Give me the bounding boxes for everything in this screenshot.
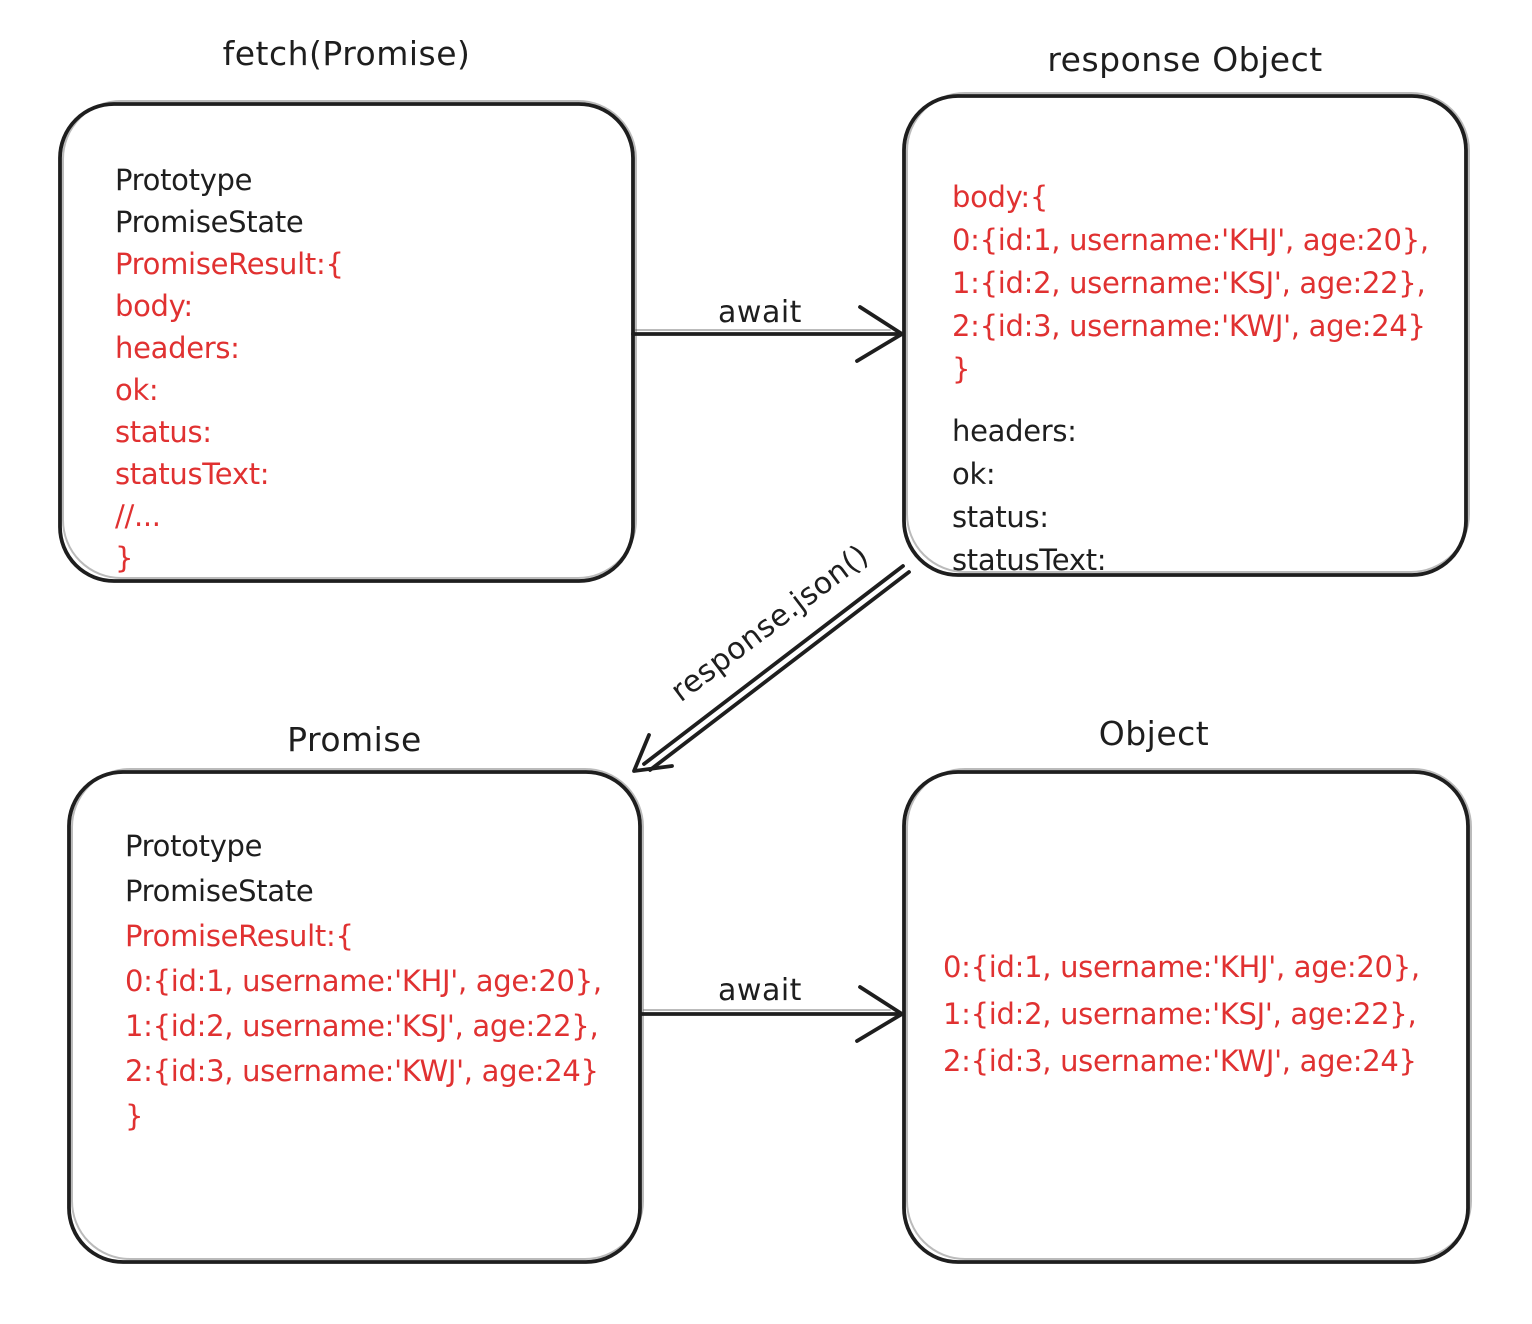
box-line: PromiseResult:{ [125,919,354,953]
box-outline-fetch-promise [58,102,635,583]
box-line: body:{ [952,180,1049,214]
box-line: 1:{id:2, username:'KSJ', age:22}, [943,997,1417,1031]
box-line: 0:{id:1, username:'KHJ', age:20}, [952,223,1429,257]
box-line: ok: [115,373,159,407]
box-line: 0:{id:1, username:'KHJ', age:20}, [943,950,1420,984]
box-content-fetch-promise: Prototype PromiseState PromiseResult:{ b… [115,159,344,579]
box-line: 1:{id:2, username:'KSJ', age:22}, [952,266,1426,300]
box-title-response-object: response Object [1047,40,1323,79]
box-line: headers: [952,414,1077,448]
box-line: statusText: [952,543,1107,577]
box-title-object: Object [1098,714,1210,753]
box-line: PromiseState [125,874,314,908]
await-arrow-bottom [639,985,904,1043]
box-line: } [952,352,971,386]
box-title-promise: Promise [287,720,422,759]
await-arrow-top-label: await [718,295,802,330]
box-content-object: 0:{id:1, username:'KHJ', age:20}, 1:{id:… [943,944,1420,1085]
box-line: 2:{id:3, username:'KWJ', age:24} [125,1054,599,1088]
await-arrow-bottom-label: await [718,973,802,1008]
box-title-fetch-promise: fetch(Promise) [222,34,471,73]
box-line: statusText: [115,457,270,491]
box-outline-fetch-promise-echo [62,100,637,579]
box-outline-promise [67,770,642,1264]
box-line: PromiseState [115,205,304,239]
box-line: status: [952,500,1049,534]
box-line: ok: [952,457,996,491]
box-line: body: [115,289,193,323]
box-line: PromiseResult:{ [115,247,344,281]
box-line: } [125,1099,144,1133]
box-outline-response-object [902,94,1468,577]
box-outline-object [902,770,1470,1264]
box-content-promise: Prototype PromiseState PromiseResult:{ 0… [125,824,602,1139]
box-line: //... [115,499,161,533]
box-line: Prototype [125,829,263,863]
box-line: } [115,541,134,575]
box-outline-response-object-echo [906,92,1470,573]
box-line: 0:{id:1, username:'KHJ', age:20}, [125,964,602,998]
await-arrow-top [631,305,904,363]
box-line: 2:{id:3, username:'KWJ', age:24} [943,1044,1417,1078]
box-line: 1:{id:2, username:'KSJ', age:22}, [125,1009,599,1043]
box-line: headers: [115,331,240,365]
box-line: Prototype [115,163,253,197]
response-json-arrow [632,564,911,773]
box-line: 2:{id:3, username:'KWJ', age:24} [952,309,1426,343]
box-content-response-object: body:{ 0:{id:1, username:'KHJ', age:20},… [952,176,1429,582]
box-outline-object-echo [906,768,1472,1260]
box-line: status: [115,415,212,449]
